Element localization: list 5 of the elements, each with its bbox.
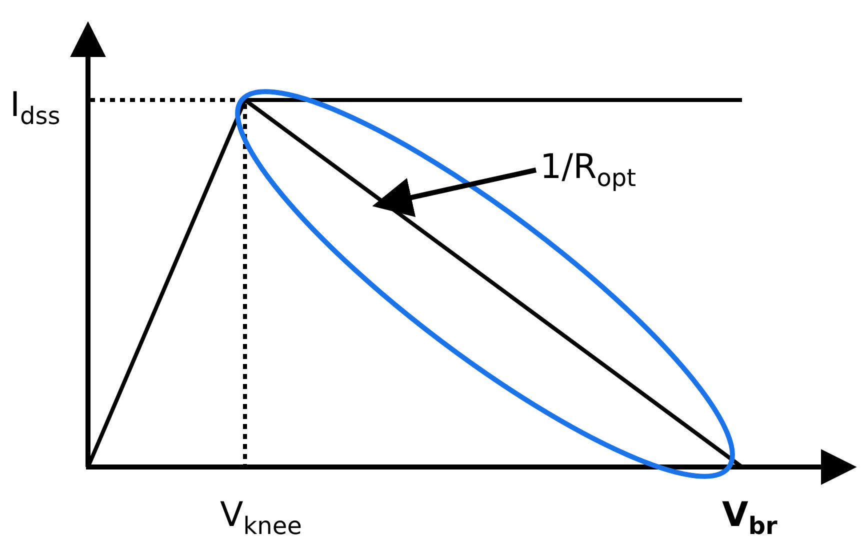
load-line-label: 1/R$_{opt}$ xyxy=(540,150,636,190)
axis-label: V$_{knee}$ xyxy=(220,498,302,538)
leader-arrow xyxy=(372,168,537,218)
axis-label: I$_{dss}$ xyxy=(10,88,60,128)
axis-label: V$_{br}$ xyxy=(722,498,778,538)
